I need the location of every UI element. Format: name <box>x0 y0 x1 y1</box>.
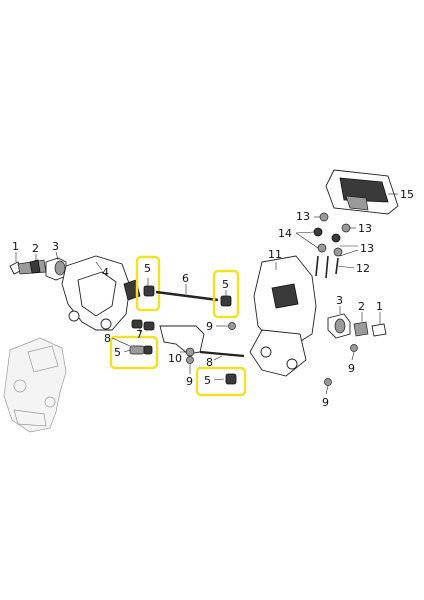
callout-labels: 1 2 3 4 5 6 5 11 15 13 13 14 13 12 7 8 5… <box>12 188 414 409</box>
callout-12: 12 <box>356 262 370 275</box>
nut-5d <box>195 366 247 397</box>
nut-5a <box>135 255 161 312</box>
callout-8-left: 8 <box>104 332 111 345</box>
callout-5d: 5 <box>204 374 211 387</box>
callout-2-left: 2 <box>32 242 39 255</box>
callout-7: 7 <box>136 328 143 341</box>
callout-3-right: 3 <box>336 294 343 307</box>
cluster-fasteners <box>313 212 351 279</box>
lower-clamp-parts <box>109 319 245 370</box>
left-bolt-assembly <box>9 257 67 281</box>
callout-5a: 5 <box>144 262 151 275</box>
callout-4: 4 <box>102 266 109 279</box>
mount-11 <box>249 255 317 377</box>
bolts-9 <box>186 322 358 386</box>
callout-1-left: 1 <box>12 240 19 253</box>
leader-lines <box>15 193 398 395</box>
callout-11: 11 <box>268 248 282 261</box>
callout-9d: 9 <box>322 396 329 409</box>
callout-5c: 5 <box>114 346 121 359</box>
callout-13b: 13 <box>358 222 372 235</box>
bracket-4 <box>61 255 141 331</box>
callout-13a: 13 <box>296 210 310 223</box>
callout-2-right: 2 <box>358 300 365 313</box>
callout-10: 10 <box>168 352 182 365</box>
reference-thumbnail <box>3 337 67 433</box>
nut-5b <box>212 269 240 319</box>
instrument-cluster-15 <box>325 169 399 215</box>
callout-3-left: 3 <box>52 240 59 253</box>
callout-14: 14 <box>278 227 292 240</box>
callout-8-mid: 8 <box>206 356 213 369</box>
callout-15: 15 <box>400 188 414 201</box>
right-bolt-assembly <box>327 313 387 339</box>
callout-9c: 9 <box>348 362 355 375</box>
callout-5b: 5 <box>222 278 229 291</box>
rod-6 <box>155 290 219 302</box>
callout-1-right: 1 <box>376 300 383 313</box>
callout-13c: 13 <box>360 242 374 255</box>
callout-9b: 9 <box>206 320 213 333</box>
callout-9a: 9 <box>186 375 193 388</box>
callout-6: 6 <box>182 272 189 285</box>
